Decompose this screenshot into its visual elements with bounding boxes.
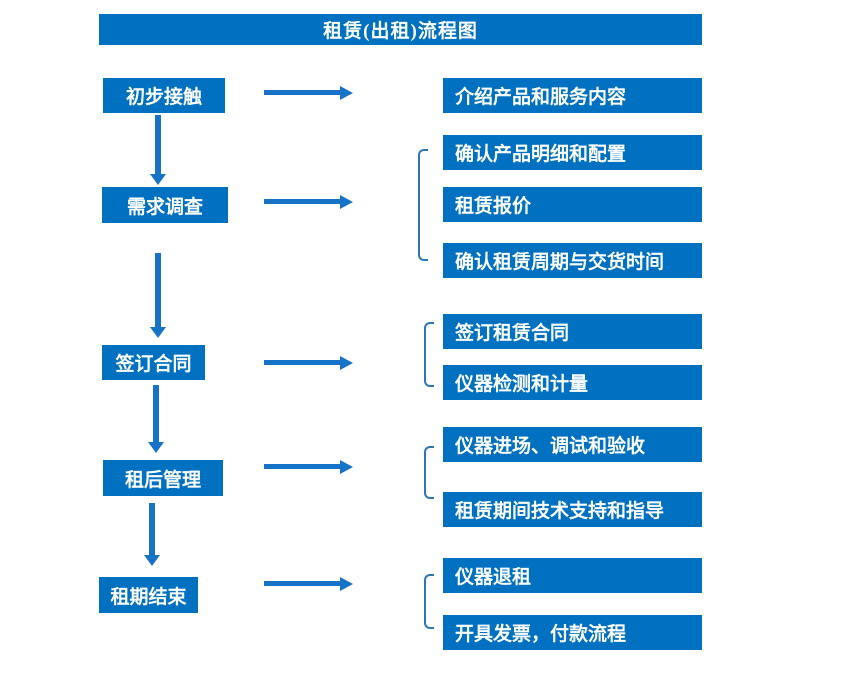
group-bracket-5	[424, 574, 434, 629]
group-bracket-3	[424, 322, 434, 387]
detail-box-sign-rental-contract: 签订租赁合同	[443, 314, 702, 349]
down-arrow-1	[155, 115, 161, 174]
detail-box-tech-support: 租赁期间技术支持和指导	[443, 492, 702, 527]
group-bracket-2	[418, 149, 428, 261]
right-arrow-5	[264, 581, 340, 586]
detail-box-rental-quotation: 租赁报价	[443, 187, 702, 222]
detail-box-instrument-setup-acceptance: 仪器进场、调试和验收	[443, 427, 702, 462]
right-arrow-4	[264, 464, 340, 469]
down-arrow-3	[153, 385, 159, 442]
step-box-initial-contact: 初步接触	[103, 78, 225, 113]
detail-box-intro-products-services: 介绍产品和服务内容	[443, 78, 702, 113]
detail-box-instrument-testing: 仪器检测和计量	[443, 365, 702, 400]
step-box-sign-contract: 签订合同	[102, 345, 205, 380]
step-box-needs-survey: 需求调查	[102, 187, 228, 223]
down-arrow-4	[149, 503, 155, 555]
group-bracket-4	[424, 446, 434, 499]
flowchart-title: 租赁(出租)流程图	[99, 14, 702, 45]
step-box-post-rental-management: 租后管理	[103, 460, 223, 496]
detail-box-confirm-product-config: 确认产品明细和配置	[443, 135, 702, 170]
down-arrow-2	[155, 253, 161, 327]
right-arrow-2	[264, 199, 340, 204]
right-arrow-1	[264, 90, 340, 95]
detail-box-instrument-return: 仪器退租	[443, 558, 702, 593]
step-box-rental-end: 租期结束	[99, 577, 198, 613]
detail-box-confirm-period-delivery: 确认租赁周期与交货时间	[443, 243, 702, 278]
right-arrow-3	[264, 360, 340, 365]
detail-box-invoice-payment: 开具发票，付款流程	[443, 615, 702, 650]
